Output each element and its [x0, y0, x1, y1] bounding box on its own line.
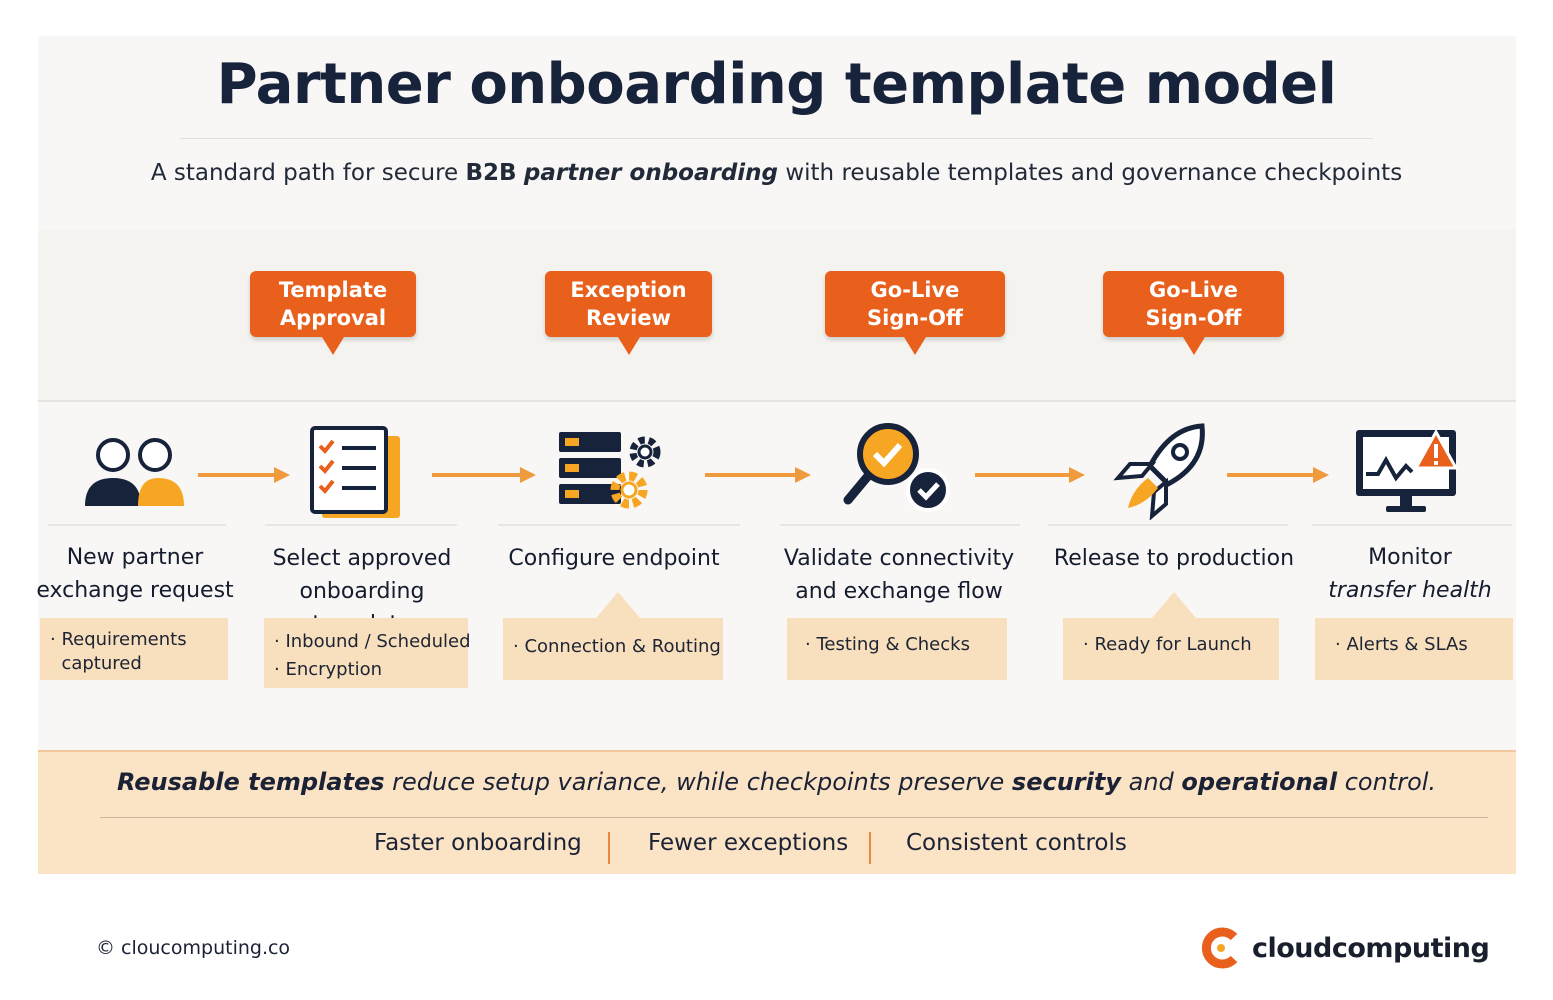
copyright: © cloucomputing.co	[96, 937, 291, 959]
step-divider	[48, 524, 226, 526]
step-detail-release: · Ready for Launch	[1063, 618, 1279, 680]
step-divider	[780, 524, 1020, 526]
step-title-configure: Configure endpoint	[508, 546, 720, 571]
checkpoint-exception-review: Exception Review	[545, 271, 712, 355]
callout-pointer	[1152, 592, 1196, 618]
arrow-right-icon	[432, 467, 536, 483]
divider	[38, 400, 1516, 402]
checkpoint-template-approval: Template Approval	[250, 271, 416, 355]
arrow-right-icon	[705, 467, 811, 483]
benefit-fewer-exceptions: Fewer exceptions	[648, 830, 849, 856]
arrow-right-icon	[1227, 467, 1329, 483]
title-divider	[180, 138, 1373, 139]
summary-text: Reusable templates reduce setup variance…	[116, 768, 1437, 796]
brand-logo[interactable]: cloudcomputing	[1200, 927, 1490, 969]
summary-divider	[100, 817, 1488, 818]
checklist-icon	[310, 426, 400, 518]
step-divider	[1048, 524, 1288, 526]
checkpoint-go-live-sign-off: Go-Live Sign-Off	[825, 271, 1005, 355]
server-gear-icon	[559, 432, 661, 509]
step-detail-configure: · Connection & Routing	[503, 618, 723, 680]
checkpoint-go-live-sign-off-2: Go-Live Sign-Off	[1103, 271, 1284, 355]
benefit-faster-onboarding: Faster onboarding	[374, 830, 582, 856]
step-title-request: New partner exchange request	[36, 545, 234, 603]
arrow-right-icon	[198, 467, 290, 483]
page-title: Partner onboarding template model	[216, 52, 1337, 117]
brand-name: cloudcomputing	[1252, 932, 1490, 964]
step-detail-validate: · Testing & Checks	[787, 618, 1007, 680]
magnifier-check-icon	[843, 423, 950, 512]
page-subtitle: A standard path for secure B2B partner o…	[150, 160, 1403, 186]
step-detail-template: · Inbound / Scheduled · Encryption	[264, 618, 471, 688]
callout-pointer	[596, 592, 640, 618]
summary-band-border	[38, 750, 1516, 752]
brand-logo-icon	[1201, 927, 1238, 969]
step-divider	[265, 524, 457, 526]
step-title-validate: Validate connectivity and exchange flow	[783, 546, 1015, 604]
summary-band	[38, 752, 1516, 874]
users-icon	[85, 438, 184, 506]
benefit-separator	[869, 832, 871, 864]
benefit-consistent-controls: Consistent controls	[906, 830, 1127, 856]
step-divider	[498, 524, 740, 526]
monitor-alert-icon	[1356, 428, 1459, 512]
diagram-background	[38, 36, 1516, 874]
step-title-release: Release to production	[1053, 546, 1295, 571]
step-divider	[1312, 524, 1512, 526]
step-detail-request: · Requirements captured	[40, 618, 228, 680]
benefit-separator	[608, 832, 610, 864]
rocket-icon	[1113, 423, 1205, 520]
arrow-right-icon	[975, 467, 1085, 483]
step-detail-monitor: · Alerts & SLAs	[1315, 618, 1513, 680]
